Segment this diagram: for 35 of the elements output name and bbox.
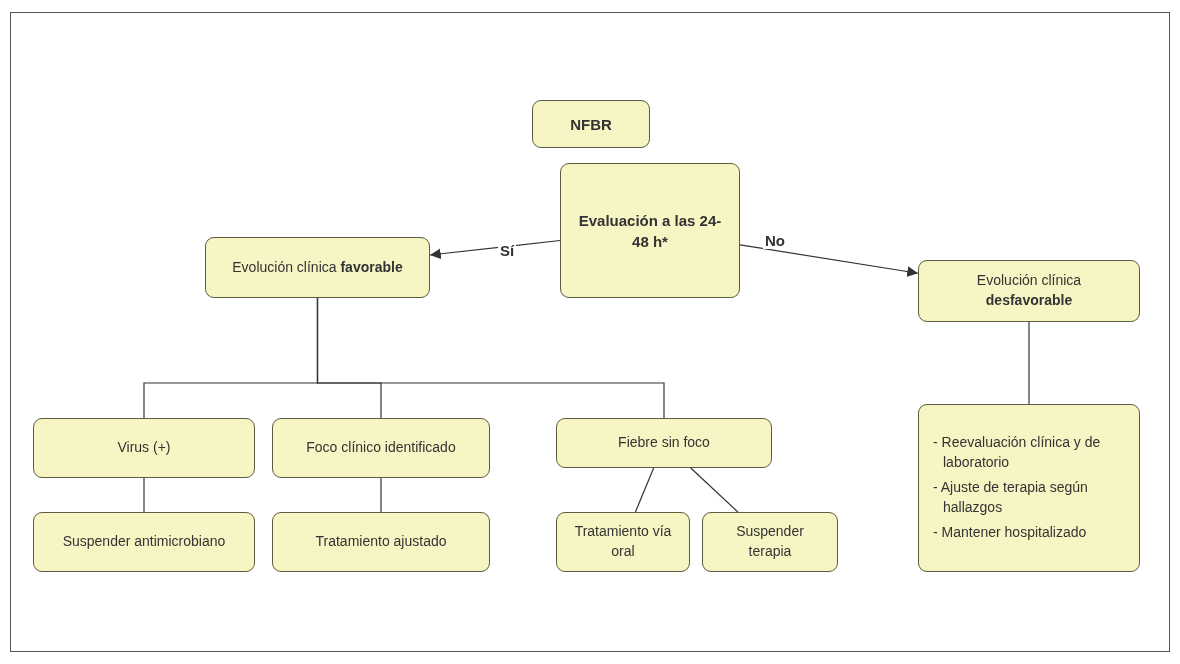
connector-line xyxy=(316,297,665,419)
box-text: - Reevaluación clínica y de laboratorio xyxy=(933,433,1102,472)
box-text: - Ajuste de terapia según hallazgos xyxy=(933,478,1089,517)
outcome-box xyxy=(918,260,1140,322)
process-box xyxy=(272,418,490,478)
action-box xyxy=(556,512,690,572)
box-text: Tratamiento ajustado xyxy=(315,532,447,552)
box-text: Evolución clínica favorable xyxy=(232,257,403,277)
outcome-box xyxy=(205,237,430,298)
connector-line xyxy=(634,467,655,513)
box-text: Fiebre sin foco xyxy=(618,433,710,453)
process-box xyxy=(556,418,772,468)
box-text: Tratamiento vía oral xyxy=(573,522,673,561)
decision-box xyxy=(560,163,740,298)
action-list-box xyxy=(918,404,1140,572)
box-text: - Mantener hospitalizado xyxy=(933,523,1087,543)
arrow xyxy=(429,239,561,260)
box-text: Foco clínico identificado xyxy=(306,438,456,458)
process-box xyxy=(33,418,255,478)
action-box xyxy=(702,512,838,572)
box-text: NFBR xyxy=(570,114,612,135)
box-text: Suspender antimicrobiano xyxy=(62,532,226,552)
connector-line xyxy=(143,477,145,513)
box-text: Virus (+) xyxy=(117,438,171,458)
edge-label: Sí xyxy=(498,242,517,259)
connector-line xyxy=(380,477,382,513)
action-box xyxy=(272,512,490,572)
arrow xyxy=(739,244,919,277)
title-box xyxy=(532,100,650,148)
connector-line xyxy=(690,467,739,513)
connector-line xyxy=(1028,321,1030,405)
box-text: Suspender terapia xyxy=(735,522,805,561)
box-text: Evolución clínica desfavorable xyxy=(975,271,1083,310)
action-box xyxy=(33,512,255,572)
box-text: Evaluación a las 24-48 h* xyxy=(577,210,723,252)
